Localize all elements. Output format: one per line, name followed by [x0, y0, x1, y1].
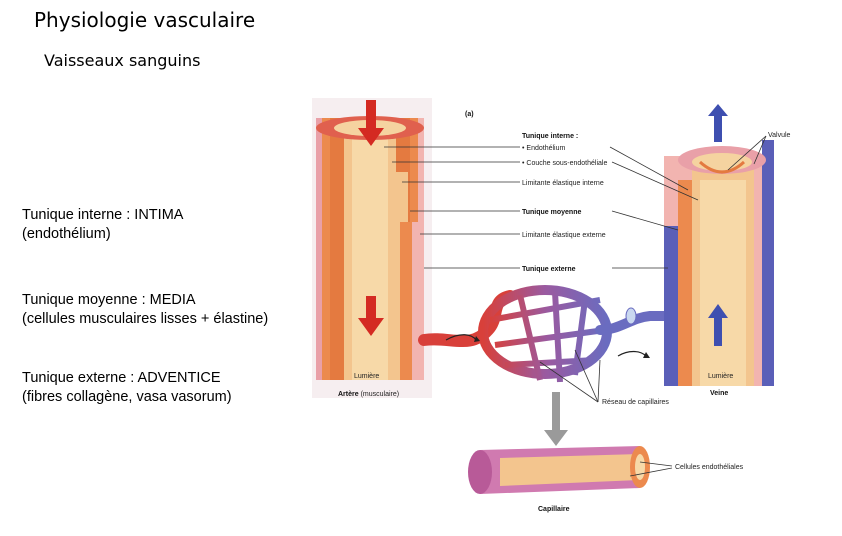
vein-flow-arrow-top: [708, 104, 728, 142]
capillary-network: [418, 285, 673, 383]
desc-intima: Tunique interne : INTIMA (endothélium): [22, 206, 183, 244]
label-lumiere-artere: Lumière: [354, 373, 379, 380]
artery-flow-arrow-bottom: [358, 296, 384, 336]
capillary-left-end: [468, 450, 492, 494]
label-tunique-interne: Tunique interne :: [522, 133, 578, 140]
artery: [316, 100, 424, 380]
desc-media: Tunique moyenne : MEDIA (cellules muscul…: [22, 291, 268, 329]
label-artere: Artère (musculaire): [338, 391, 399, 398]
label-valvule: Valvule: [768, 132, 791, 139]
slide-subtitle: Vaisseaux sanguins: [44, 51, 201, 70]
slide-title: Physiologie vasculaire: [34, 8, 256, 32]
label-limitante-interne: Limitante élastique interne: [522, 180, 604, 187]
label-cellules-endotheliales: Cellules endothéliales: [675, 464, 744, 471]
vein-valve: [698, 160, 746, 174]
artery-flow-arrow-top: [358, 100, 384, 146]
label-endothelium: • Endothélium: [522, 145, 565, 152]
desc-media-detail: (cellules musculaires lisses + élastine): [22, 311, 269, 327]
label-limitante-externe: Limitante élastique externe: [522, 232, 606, 239]
label-couche-sous-endotheliale: • Couche sous-endothéliale: [522, 160, 607, 167]
desc-adventice: Tunique externe : ADVENTICE (fibres coll…: [22, 369, 232, 407]
desc-intima-title: Tunique interne : INTIMA: [22, 207, 184, 223]
desc-adventice-title: Tunique externe : ADVENTICE: [22, 370, 221, 386]
label-tunique-externe: Tunique externe: [522, 266, 576, 273]
label-tunique-moyenne: Tunique moyenne: [522, 209, 581, 216]
vein-outer-blue: [762, 140, 774, 386]
zoom-arrow: [544, 392, 568, 446]
capillary-lumen: [500, 454, 640, 486]
label-capillaire: Capillaire: [538, 506, 570, 513]
desc-intima-detail: (endothélium): [22, 226, 111, 242]
desc-adventice-detail: (fibres collagène, vasa vasorum): [22, 389, 232, 405]
vein-lumen: [700, 180, 746, 386]
desc-media-title: Tunique moyenne : MEDIA: [22, 292, 196, 308]
label-veine: Veine: [710, 390, 728, 397]
vein-media: [678, 180, 692, 386]
vein: [664, 104, 774, 386]
capillary-detail: [468, 392, 650, 494]
leader-lines: [384, 135, 767, 477]
label-lumiere-veine: Lumière: [708, 373, 733, 380]
artery-lumen: [352, 138, 388, 380]
vein-flow-arrow-bottom: [708, 304, 728, 346]
vein-outer-blue-left: [664, 226, 678, 386]
artery-step-3: [412, 222, 424, 380]
artery-edge: [316, 118, 322, 380]
panel-label: (a): [465, 111, 474, 118]
label-reseau-capillaires: Réseau de capillaires: [602, 399, 669, 406]
